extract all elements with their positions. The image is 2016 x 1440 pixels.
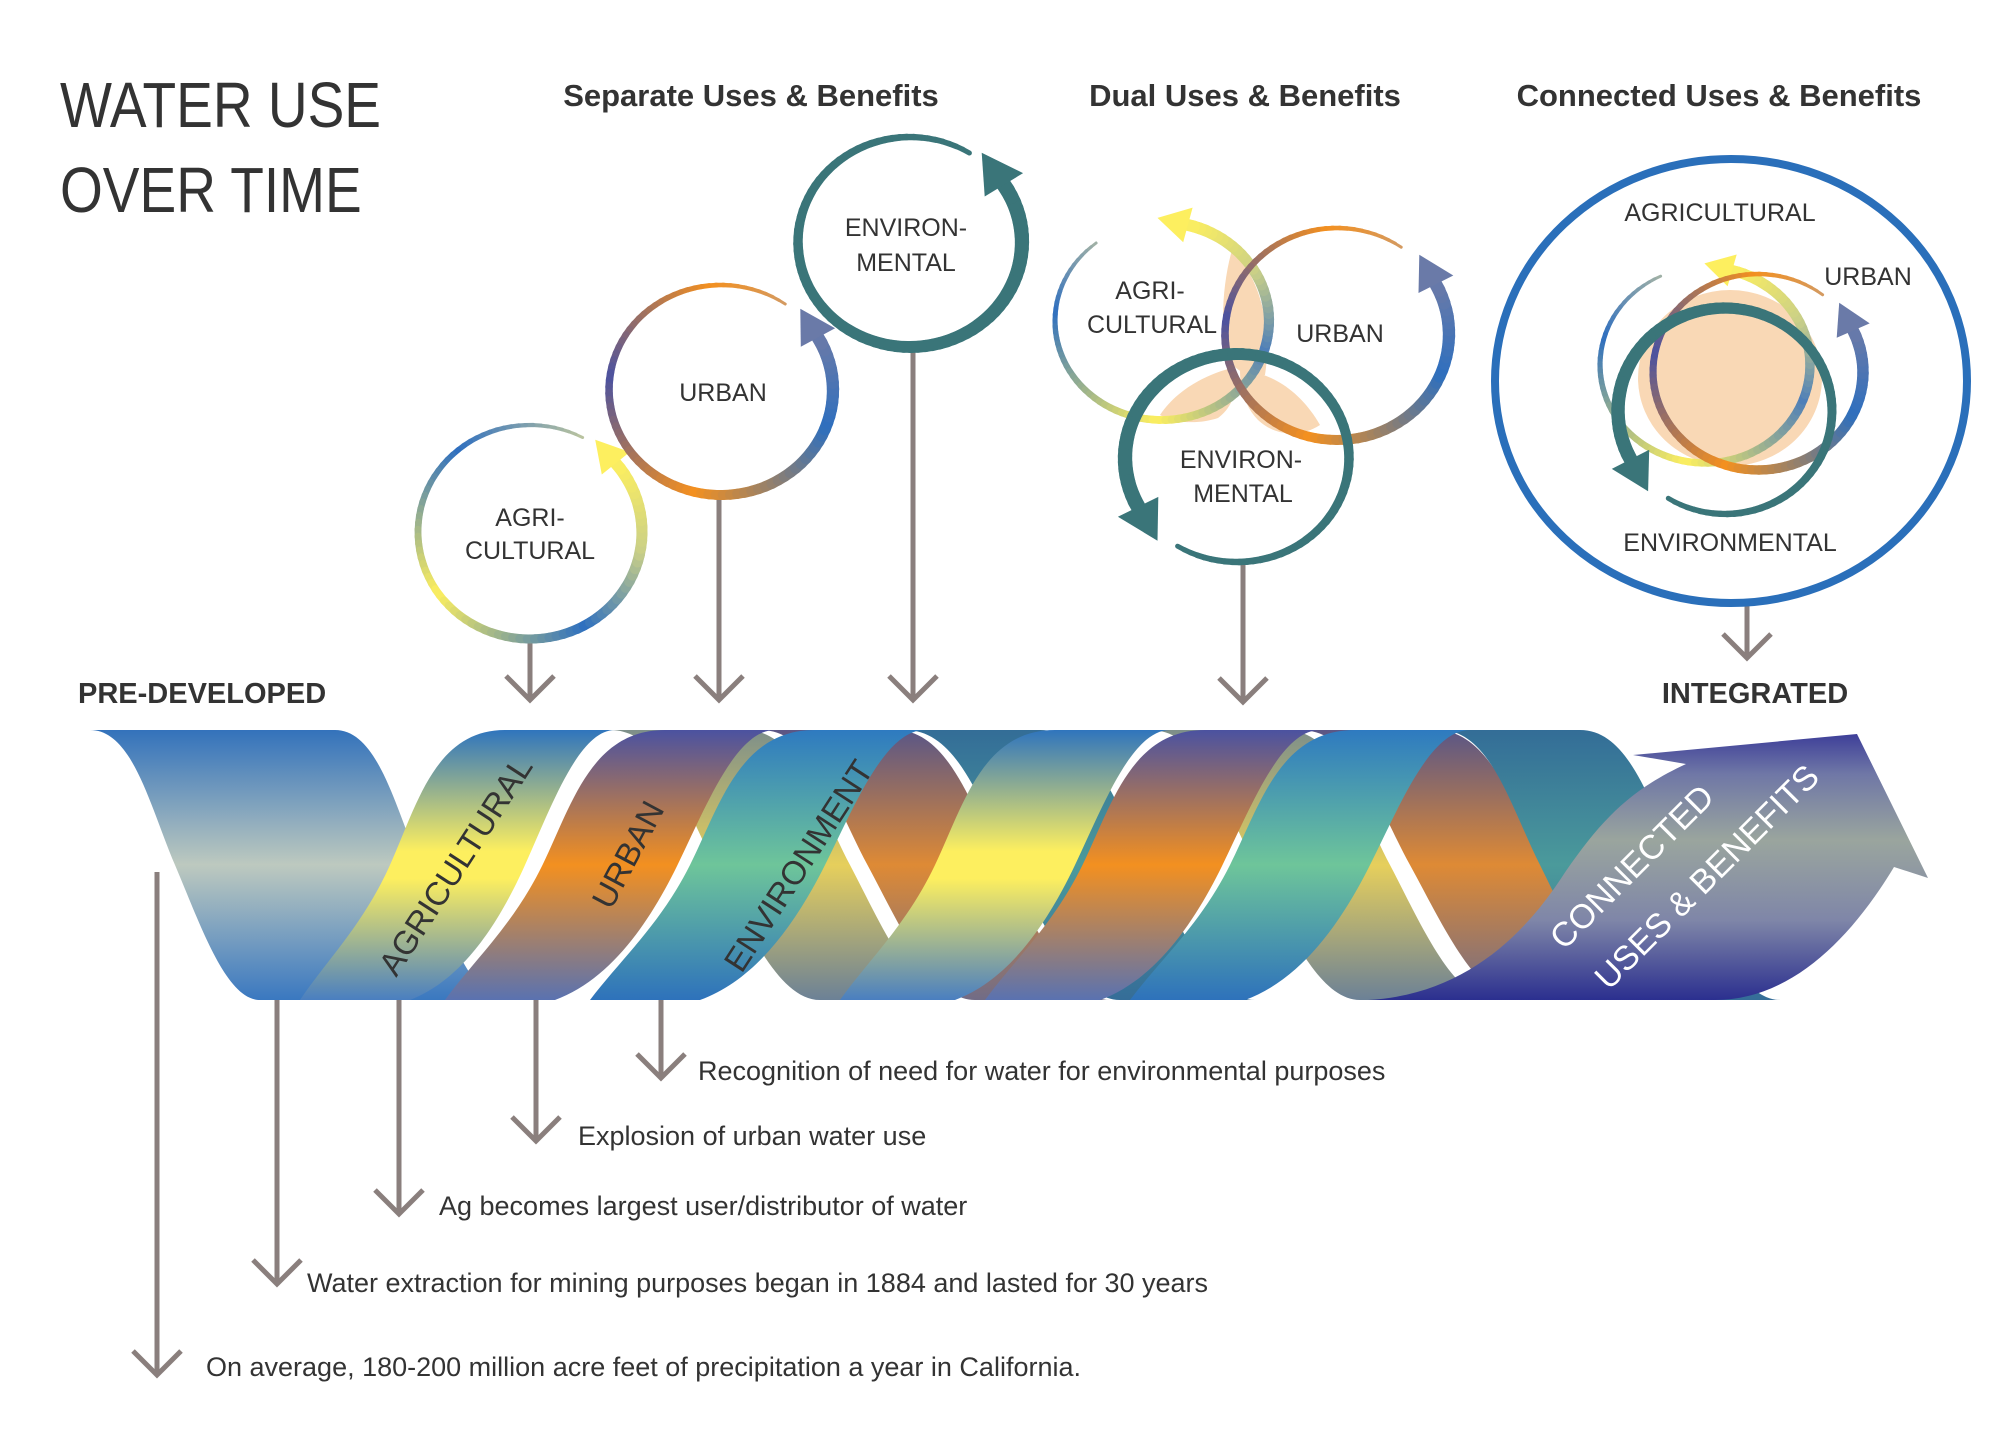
- pointer-arrow-integrated: [1721, 603, 1773, 662]
- dual-environmental-label-line-1: ENVIRON-: [1180, 446, 1302, 474]
- integrated-outer-circle: [1491, 155, 1971, 607]
- pointer-arrow-precipitation: [131, 872, 183, 1379]
- title-line-1: WATER USE: [60, 69, 381, 141]
- connected-environmental-ring: [1611, 302, 1837, 518]
- timeline-note-precipitation: On average, 180-200 million acre feet of…: [206, 1352, 1081, 1382]
- connected-agricultural-label: AGRICULTURAL: [1624, 199, 1815, 227]
- water-use-helix-band: [90, 730, 1928, 1000]
- separate-agricultural-arrowhead-icon: [595, 439, 630, 475]
- overlap-core-connected: [1638, 290, 1822, 466]
- dual-agricultural-label-line-1: AGRI-: [1115, 277, 1184, 305]
- separate-agricultural-ring: [414, 422, 648, 644]
- pointer-arrow-separate-agricultural: [504, 640, 556, 704]
- dual-environmental-ring: [1117, 348, 1354, 566]
- connected-urban-arrowhead-icon: [1836, 302, 1870, 338]
- band-segment-environment: [590, 730, 925, 1000]
- pointer-arrow-separate-urban: [693, 496, 745, 704]
- pointer-arrow-separate-environmental: [887, 347, 939, 704]
- connected-environmental-label: ENVIRONMENTAL: [1623, 529, 1837, 557]
- usage-rings: [414, 133, 1971, 644]
- separate-agricultural-label-line-1: AGRI-: [495, 504, 564, 532]
- pointer-arrow-urban-explosion: [510, 1000, 562, 1145]
- timeline-notes: Recognition of need for water for enviro…: [206, 1056, 1385, 1382]
- dual-agricultural-arrowhead-icon: [1157, 207, 1193, 243]
- overlap-lens-urban-env: [1240, 370, 1320, 434]
- timeline-note-urban-explosion: Explosion of urban water use: [578, 1121, 926, 1151]
- dual-environmental-label-line-2: MENTAL: [1193, 480, 1293, 508]
- pointer-arrow-ag-largest: [373, 1000, 425, 1218]
- connected-agricultural-ring: [1597, 254, 1815, 467]
- timeline-note-ag-largest-user: Ag becomes largest user/distributor of w…: [439, 1191, 967, 1221]
- stage-label-integrated: INTEGRATED: [1662, 678, 1848, 710]
- header-dual-uses: Dual Uses & Benefits: [1089, 78, 1401, 113]
- connected-uses-arrow: [1368, 734, 1928, 1000]
- separate-urban-ring: [605, 282, 840, 500]
- separate-urban-arrowhead-icon: [800, 308, 836, 347]
- pointer-arrow-mining: [251, 1000, 303, 1288]
- band-segment-agricultural: [300, 730, 615, 1000]
- dual-agricultural-ring: [1052, 207, 1275, 424]
- dual-environmental-arrowhead-icon: [1117, 496, 1159, 541]
- title-line-2: OVER TIME: [60, 154, 362, 226]
- dual-urban-label: URBAN: [1296, 320, 1384, 348]
- dual-urban-ring: [1221, 225, 1456, 445]
- header-separate-uses: Separate Uses & Benefits: [563, 78, 939, 113]
- diagram-title: WATER USE OVER TIME: [60, 69, 381, 226]
- band-segment-urban-2: [985, 730, 1320, 1000]
- dual-agricultural-label-line-2: CULTURAL: [1087, 311, 1217, 339]
- pointer-arrow-environmental-recognition: [635, 1000, 687, 1082]
- separate-environmental-label-line-1: ENVIRON-: [845, 214, 967, 242]
- separate-environmental-arrowhead-icon: [981, 152, 1024, 197]
- connected-urban-label: URBAN: [1824, 263, 1912, 291]
- connected-environmental-arrowhead-icon: [1611, 449, 1650, 492]
- separate-ring-labels: AGRI- CULTURAL URBAN ENVIRON- MENTAL: [465, 214, 967, 565]
- connected-ring-labels: AGRICULTURAL URBAN ENVIRONMENTAL: [1623, 199, 1911, 557]
- timeline-note-environmental-recognition: Recognition of need for water for enviro…: [698, 1056, 1385, 1086]
- band-segment-environment-2: [1130, 730, 1470, 1000]
- header-connected-uses: Connected Uses & Benefits: [1517, 78, 1922, 113]
- band-segment-urban: [445, 730, 775, 1000]
- overlap-lens-agri-urban: [1223, 250, 1268, 377]
- separate-urban-label: URBAN: [679, 379, 767, 407]
- band-segment-agricultural-2: [840, 730, 1170, 1000]
- pointer-arrows: [131, 347, 1773, 1379]
- separate-environmental-ring: [793, 133, 1030, 353]
- separate-environmental-label-line-2: MENTAL: [856, 249, 956, 277]
- dual-ring-labels: AGRI- CULTURAL URBAN ENVIRON- MENTAL: [1087, 277, 1384, 508]
- dual-urban-arrowhead-icon: [1418, 254, 1454, 293]
- stage-label-pre-developed: PRE-DEVELOPED: [78, 678, 326, 710]
- pointer-arrow-dual: [1217, 562, 1269, 706]
- timeline-note-mining-extraction: Water extraction for mining purposes beg…: [307, 1268, 1208, 1298]
- separate-agricultural-label-line-2: CULTURAL: [465, 537, 595, 565]
